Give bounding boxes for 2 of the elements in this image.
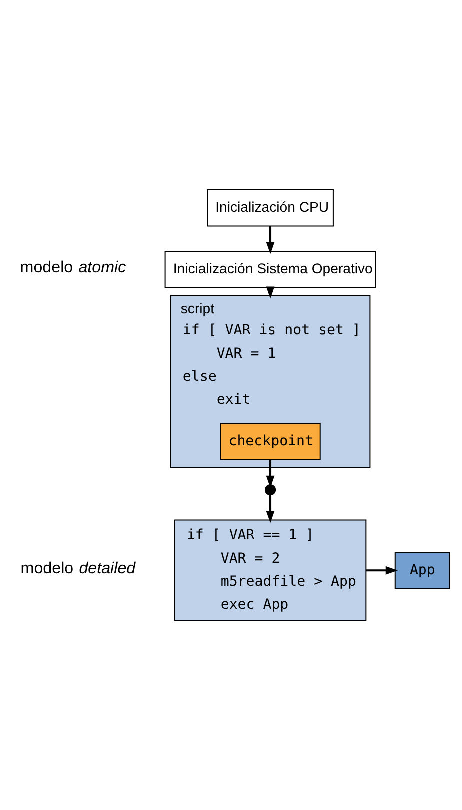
label: modelo detailed <box>20 558 136 577</box>
label: modelo atomic <box>20 258 126 276</box>
